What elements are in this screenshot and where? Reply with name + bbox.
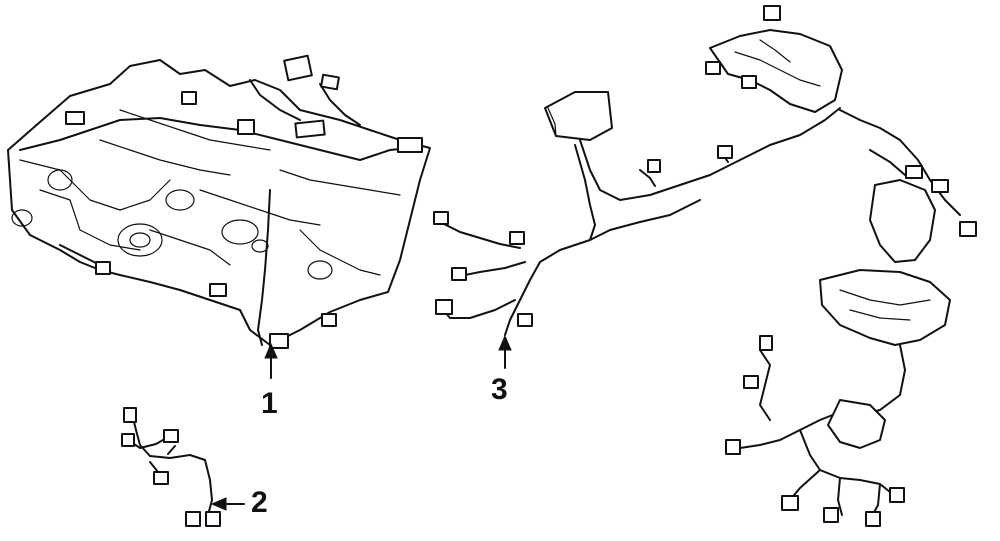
injector-sub-harness-part	[121, 407, 221, 527]
callout-arrow-2	[210, 497, 245, 511]
engine-harness-part	[7, 54, 431, 349]
callout-label-3: 3	[491, 373, 508, 406]
dash-harness-part	[433, 5, 977, 527]
callout-arrow-1	[264, 342, 278, 379]
callout-label-1: 1	[261, 387, 278, 420]
callout-label-2: 2	[251, 486, 268, 519]
callout-arrow-3	[498, 334, 512, 369]
